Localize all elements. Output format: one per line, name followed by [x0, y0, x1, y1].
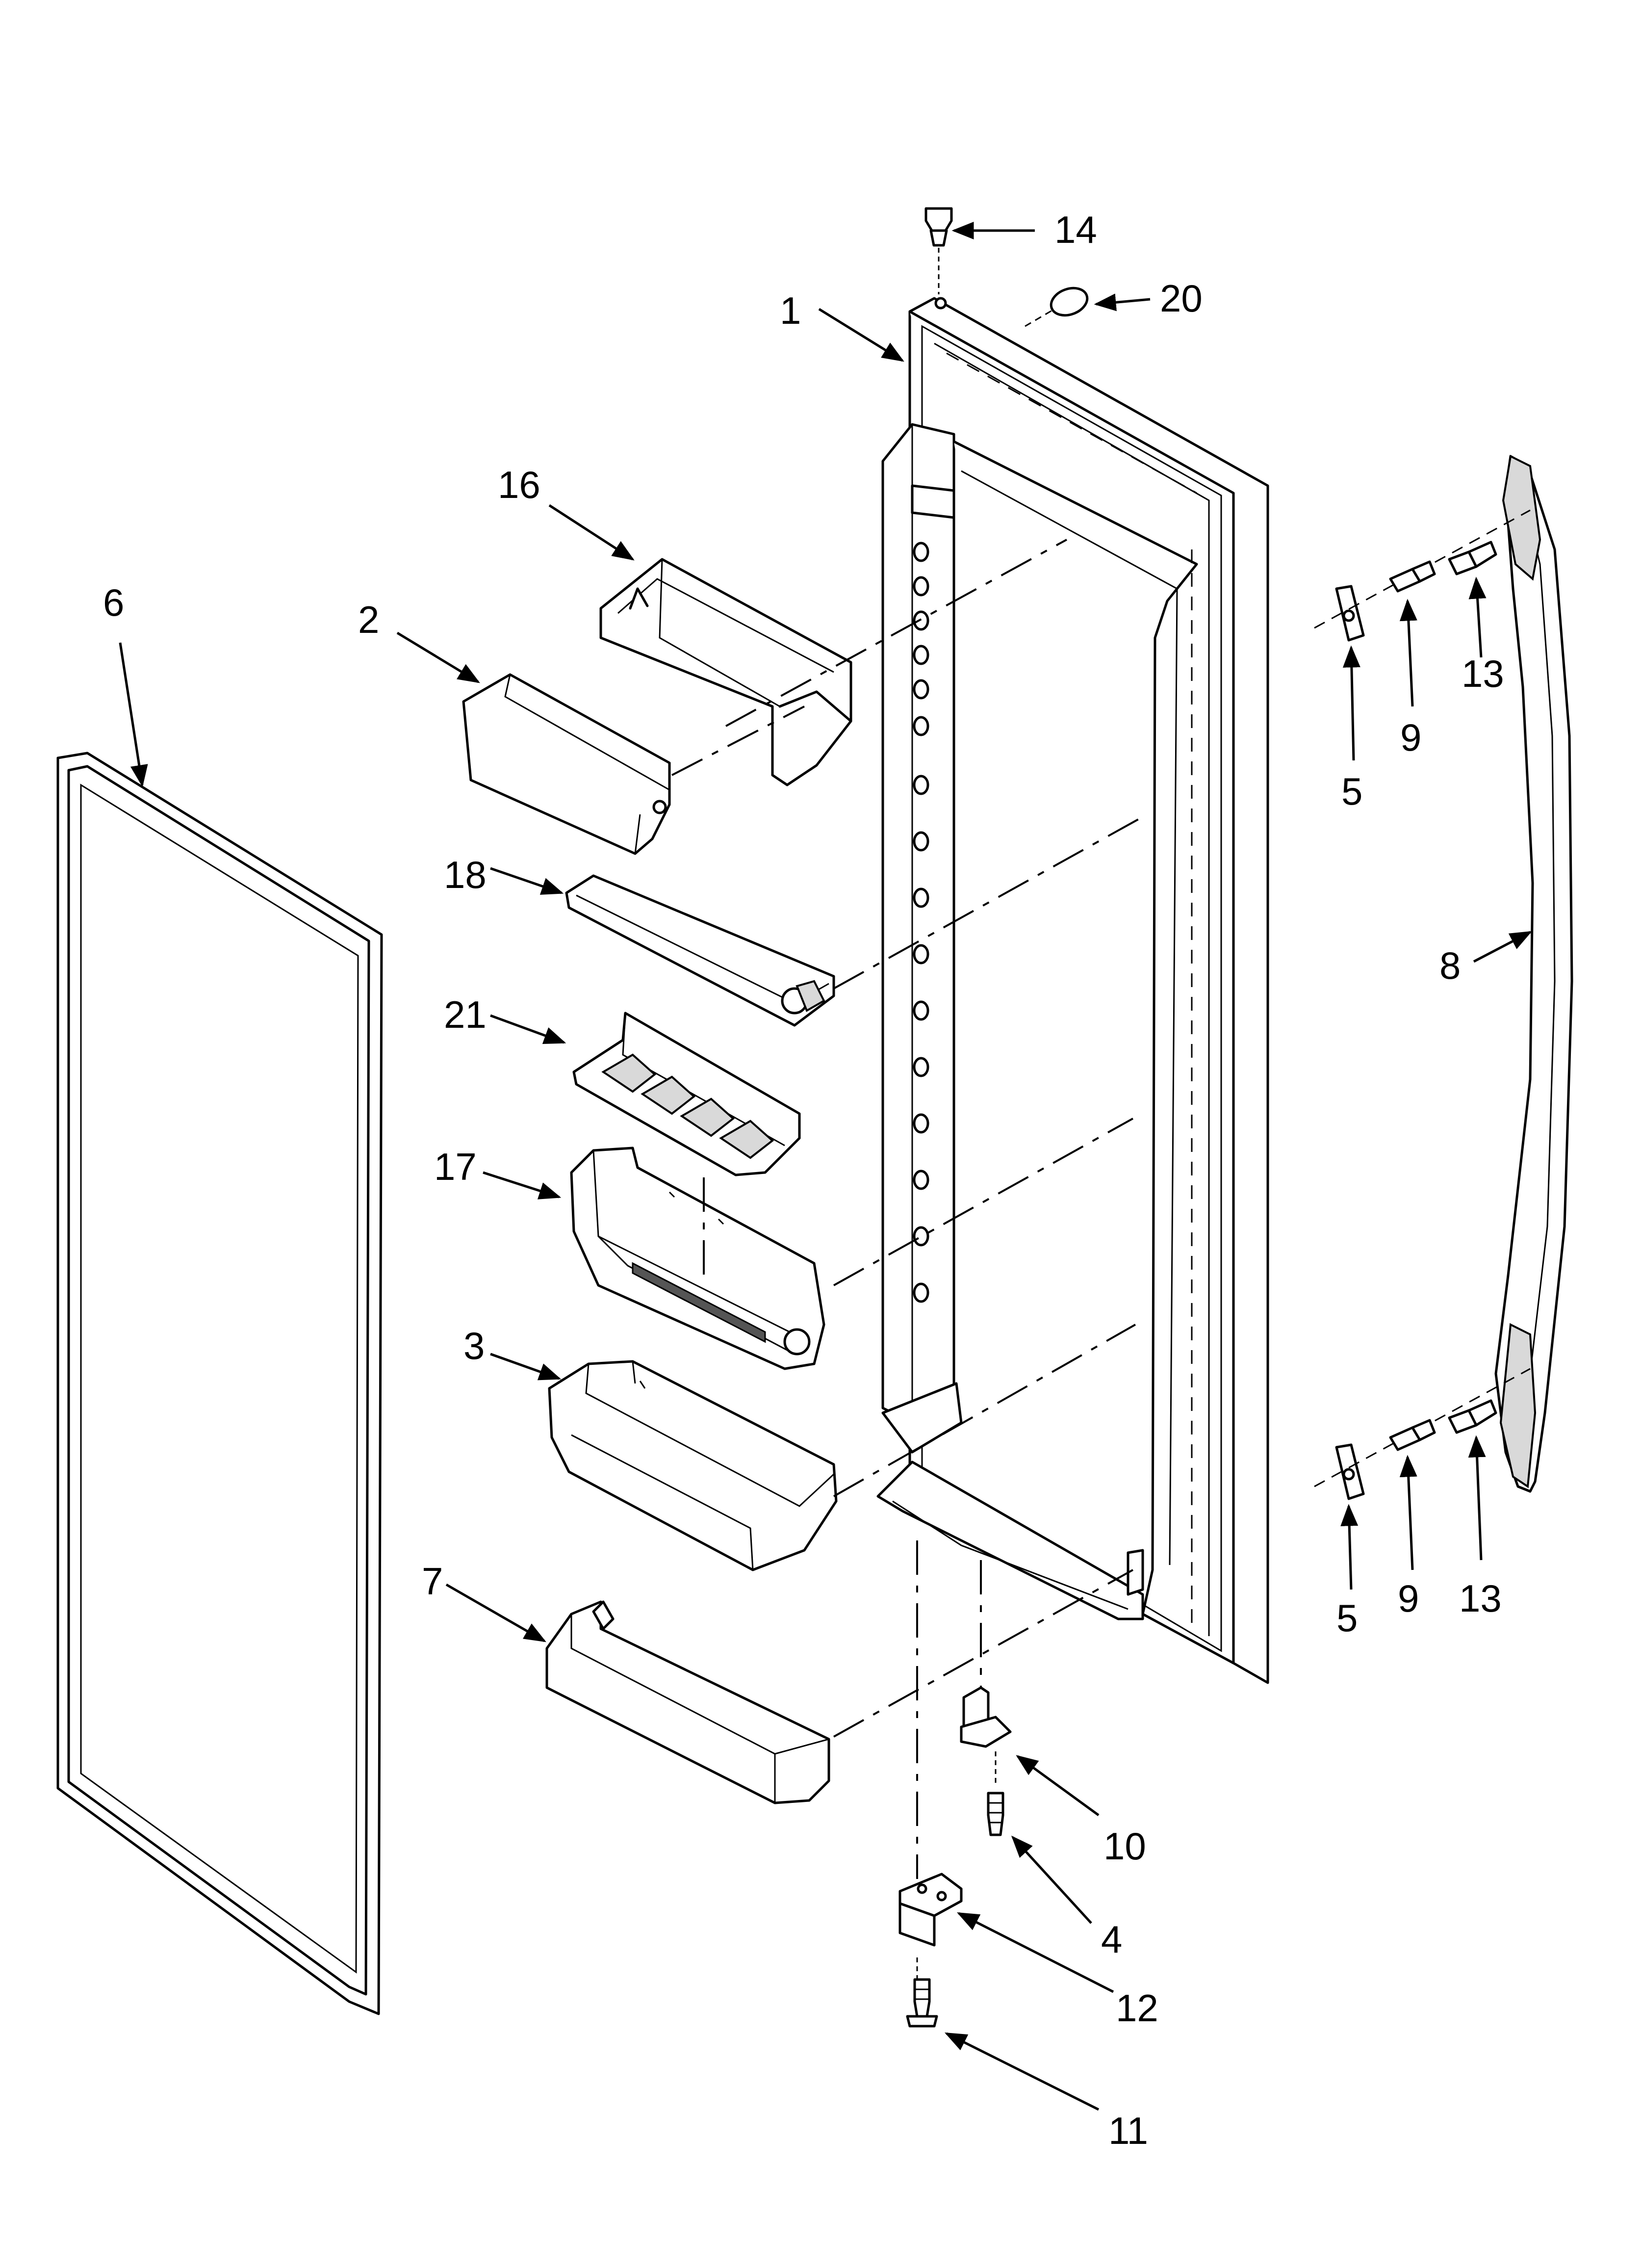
callout-9-bottom: 9 [1398, 1577, 1419, 1620]
callout-18: 18 [444, 853, 487, 896]
callout-5-top: 5 [1341, 770, 1362, 813]
rail-clips [911, 484, 955, 1303]
screw-part-9-top [1389, 560, 1436, 593]
callout-20: 20 [1160, 277, 1203, 320]
callout-5-bottom: 5 [1336, 1596, 1358, 1640]
callout-4: 4 [1101, 1918, 1122, 1961]
screw-part-4 [987, 1792, 1004, 1836]
callout-6: 6 [103, 581, 124, 624]
callout-13-top: 13 [1462, 652, 1504, 695]
screw-part-13-top [1448, 541, 1497, 575]
top-hinge-cap-part-14 [924, 207, 953, 310]
dairy-door-part-2 [462, 673, 671, 855]
screw-part-9-bottom [1389, 1419, 1436, 1451]
door-bin-part-7 [545, 1600, 830, 1804]
door-bin-part-17 [570, 1147, 825, 1370]
screw-part-11 [906, 1978, 938, 2028]
callout-13-bottom: 13 [1459, 1577, 1502, 1620]
leader-arrows [119, 222, 1532, 2111]
callout-9-top: 9 [1400, 716, 1421, 759]
hole-plug-part-20 [1025, 287, 1089, 327]
shelf-trim-part-18 [565, 874, 835, 1027]
callout-labels: 14 20 1 16 2 6 18 21 17 3 7 8 5 9 13 5 9… [103, 208, 1504, 2152]
assembly-lines [671, 539, 1143, 1879]
callout-1: 1 [780, 289, 801, 332]
callout-2: 2 [358, 598, 379, 641]
screw-part-13-bottom [1448, 1399, 1497, 1434]
hinge-pin-part-10 [960, 1686, 1012, 1786]
dairy-bin-part-16 [599, 558, 852, 786]
callout-8: 8 [1439, 944, 1461, 987]
door-liner-part-1 [876, 297, 1269, 1684]
callout-10: 10 [1103, 1825, 1146, 1868]
callout-14: 14 [1054, 208, 1097, 251]
door-gasket-part-6 [56, 752, 383, 2015]
callout-11: 11 [1108, 2109, 1148, 2152]
callout-12: 12 [1116, 1986, 1158, 2030]
callout-17: 17 [434, 1145, 477, 1188]
callout-21: 21 [444, 993, 487, 1036]
callout-3: 3 [463, 1324, 485, 1367]
door-bin-part-3 [548, 1360, 838, 1571]
utility-bin-part-21 [572, 1012, 801, 1176]
hinge-bracket-part-12 [898, 1873, 963, 1980]
callout-16: 16 [498, 463, 540, 506]
callout-7: 7 [422, 1560, 443, 1603]
door-handle-part-8 [1494, 455, 1573, 1493]
